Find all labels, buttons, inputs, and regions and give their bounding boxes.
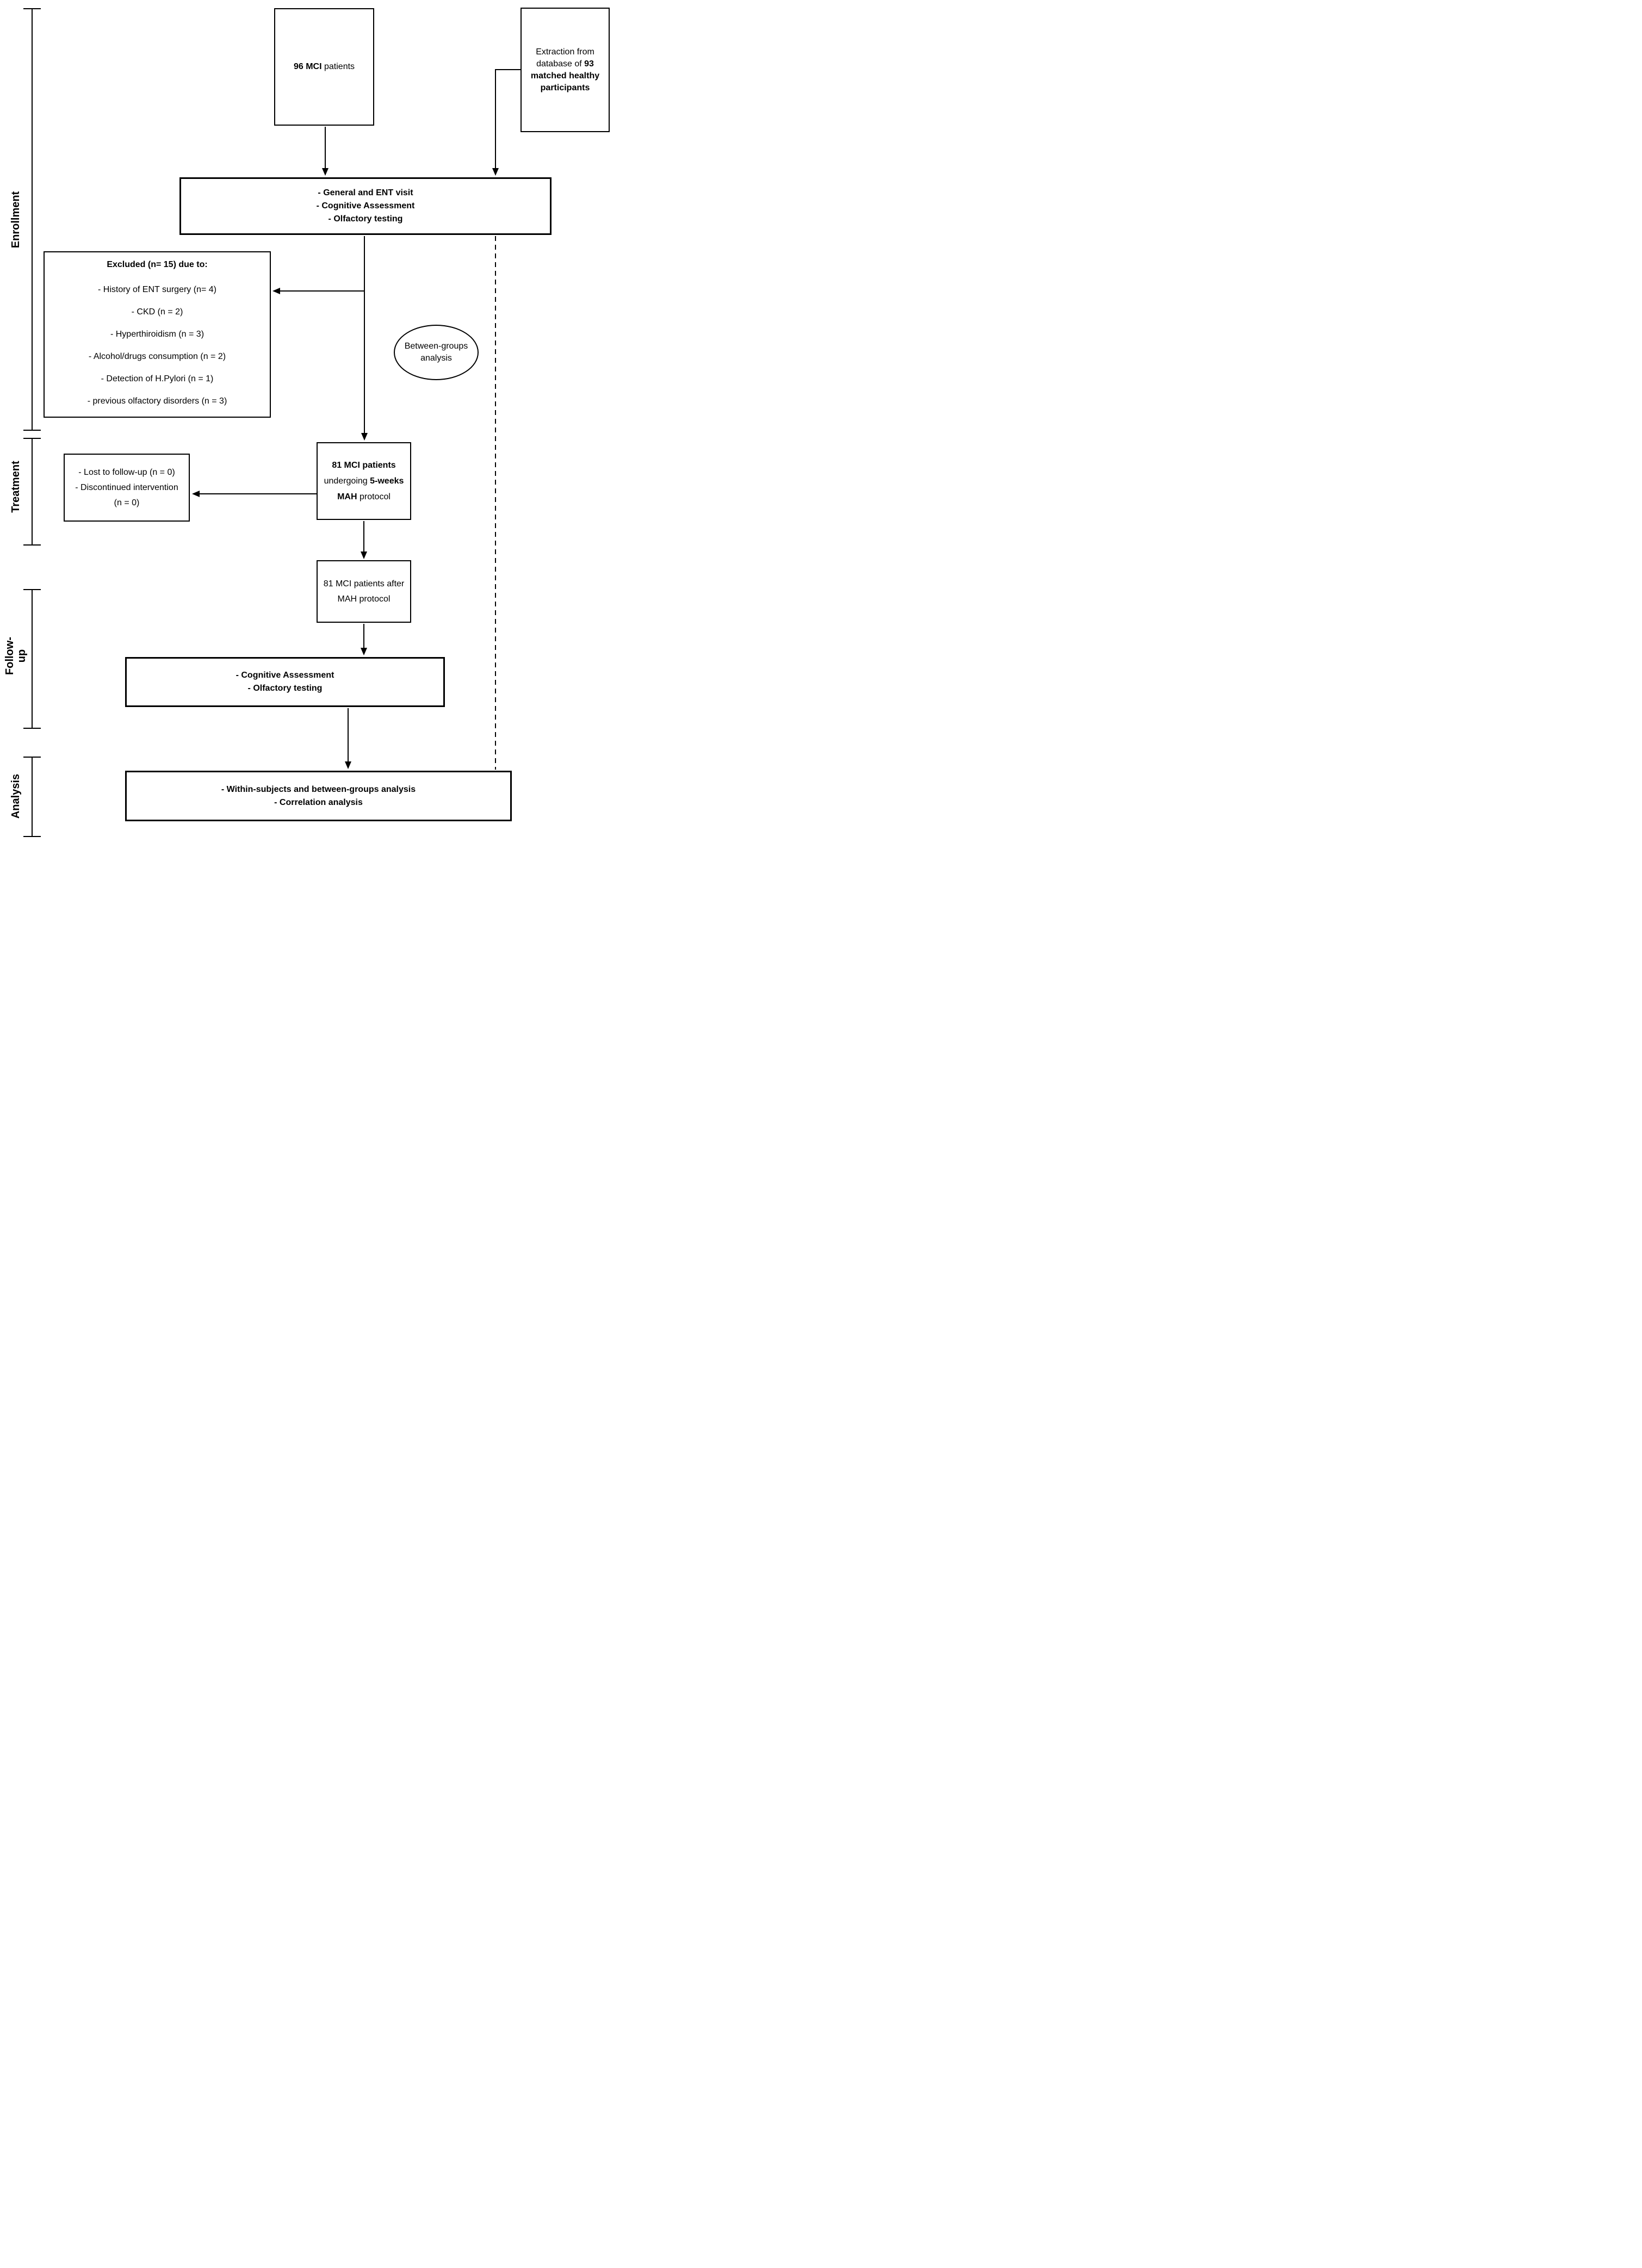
analysis-line-2: - Correlation analysis (274, 797, 363, 807)
box-after-mah: 81 MCI patients after MAH protocol (317, 560, 411, 623)
box-extraction-database-text: Extraction from database of 93 matched h… (530, 47, 600, 92)
box-96-mci-patients-text: 96 MCI patients (293, 62, 355, 71)
after-mah-line-1: 81 MCI patients after (323, 579, 405, 588)
mah-line-3: MAH protocol (337, 492, 391, 501)
bracket-enrollment (23, 8, 41, 431)
box-extraction-database: Extraction from database of 93 matched h… (521, 8, 610, 132)
followup-tests-line-1: - Cognitive Assessment (236, 671, 334, 680)
lost-line-1: - Lost to follow-up (n = 0) (78, 467, 175, 477)
phase-label-treatment: Treatment (10, 461, 22, 513)
excluded-item: - previous olfactory disorders (n = 3) (87, 396, 227, 406)
box-lost-followup: - Lost to follow-up (n = 0) - Discontinu… (64, 454, 190, 522)
box-96-mci-patients: 96 MCI patients (274, 8, 374, 126)
mah-line-2: undergoing 5-weeks (324, 476, 404, 486)
bracket-followup (23, 589, 41, 729)
excluded-item: - History of ENT surgery (n= 4) (98, 285, 216, 294)
box-mah-protocol: 81 MCI patients undergoing 5-weeks MAH p… (317, 442, 411, 520)
visit-line-3: - Olfactory testing (328, 214, 403, 224)
analysis-line-1: - Within-subjects and between-groups ana… (221, 784, 416, 794)
lost-line-2: - Discontinued intervention (75, 482, 178, 492)
ellipse-between-groups-analysis: Between-groups analysis (394, 325, 479, 380)
arrow-extraction-to-visit (492, 69, 521, 176)
lost-line-3: (n = 0) (114, 498, 140, 507)
box-excluded: Excluded (n= 15) due to: - History of EN… (44, 251, 271, 418)
consort-flow-diagram: Enrollment Treatment Follow- up Analysis… (0, 0, 612, 845)
between-groups-line-1: Between-groups (404, 342, 468, 351)
bracket-treatment (23, 438, 41, 546)
between-groups-line-2: analysis (420, 354, 452, 363)
visit-line-1: - General and ENT visit (318, 188, 413, 197)
phase-label-followup: Follow- up (4, 637, 28, 675)
bracket-analysis (23, 757, 41, 837)
excluded-item: - Alcohol/drugs consumption (n = 2) (88, 352, 226, 361)
connector-layer (23, 8, 521, 837)
box-followup-tests: - Cognitive Assessment - Olfactory testi… (125, 657, 445, 707)
phase-label-analysis: Analysis (10, 773, 22, 819)
followup-tests-line-2: - Olfactory testing (247, 684, 323, 693)
excluded-item: - Detection of H.Pylori (n = 1) (101, 374, 214, 383)
box-enrollment-visit: - General and ENT visit - Cognitive Asse… (179, 177, 552, 235)
visit-line-2: - Cognitive Assessment (316, 201, 415, 210)
phase-label-enrollment: Enrollment (10, 191, 22, 249)
box-analysis-methods: - Within-subjects and between-groups ana… (125, 771, 512, 821)
excluded-title: Excluded (n= 15) due to: (107, 260, 208, 269)
excluded-item: - CKD (n = 2) (131, 307, 183, 317)
excluded-item: - Hyperthiroidism (n = 3) (110, 330, 205, 339)
mah-line-1: 81 MCI patients (332, 461, 396, 470)
after-mah-line-2: MAH protocol (337, 594, 391, 604)
